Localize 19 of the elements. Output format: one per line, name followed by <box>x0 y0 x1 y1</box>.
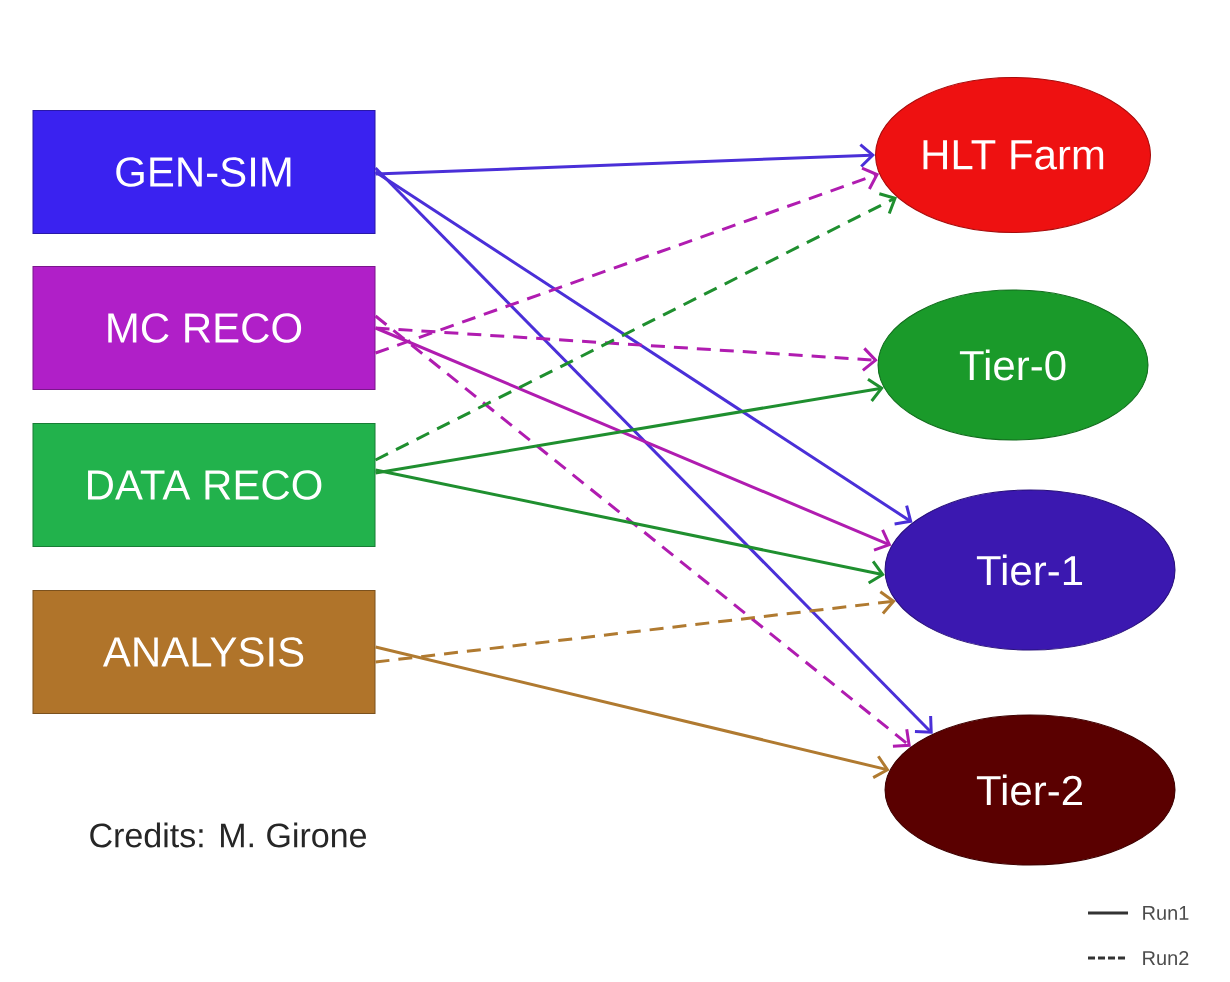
arrow <box>374 170 913 526</box>
arrow <box>374 326 892 552</box>
process-box: ANALYSIS <box>32 590 376 714</box>
arrow <box>375 326 878 372</box>
legend-text: Run2 <box>1143 950 1189 966</box>
arrow <box>374 166 933 734</box>
arrow <box>374 192 897 462</box>
process-box: GEN-SIM <box>32 110 376 234</box>
arrow <box>375 590 896 664</box>
arrow <box>375 645 890 779</box>
arrow <box>375 378 884 475</box>
arrow <box>374 314 911 748</box>
process-box: DATA RECO <box>32 423 376 547</box>
arrow <box>375 166 880 355</box>
process-box: MC RECO <box>32 266 376 390</box>
arrow <box>375 468 885 585</box>
arrow <box>375 143 875 176</box>
legend-text: Run1 <box>1143 906 1189 920</box>
credit-text: Credits: M. Girone <box>90 822 366 848</box>
